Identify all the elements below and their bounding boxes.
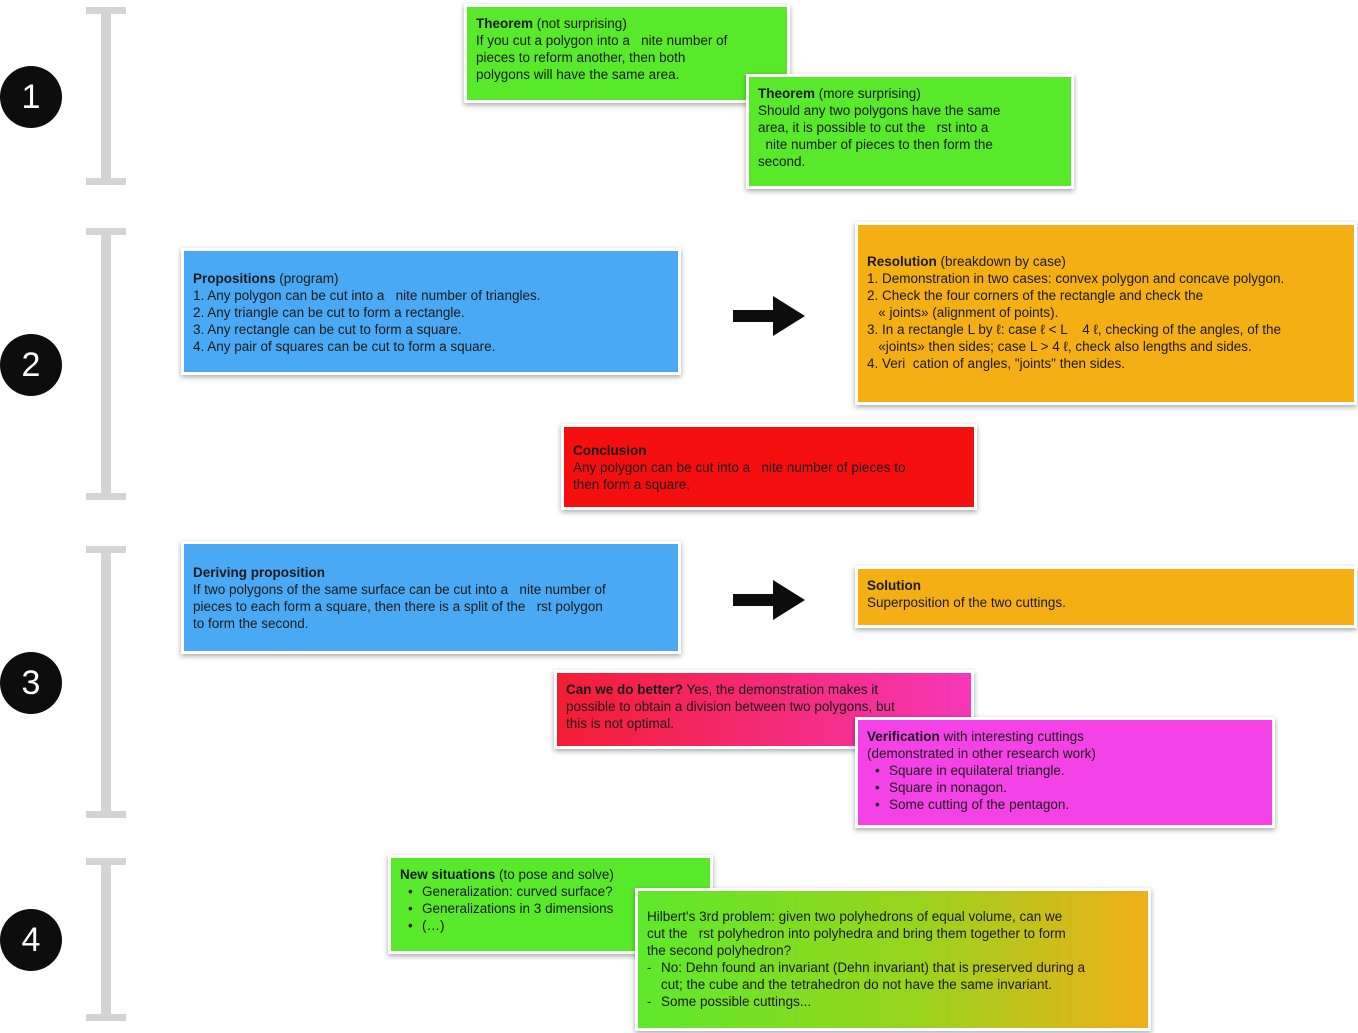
solution-title: Solution bbox=[867, 578, 921, 593]
better-title: Can we do better? bbox=[566, 682, 684, 697]
deriving-text: If two polygons of the same surface can … bbox=[193, 582, 606, 597]
theorem-more-surprising-box: Theorem (more surprising) Should any two… bbox=[746, 74, 1074, 189]
theorem-not-surprising-box: Theorem (not surprising) If you cut a po… bbox=[464, 4, 790, 103]
resolution-subtitle: (breakdown by case) bbox=[940, 254, 1066, 269]
deriving-text: pieces to each form a square, then there… bbox=[193, 599, 603, 614]
theorem2-text: area, it is possible to cut the rst into… bbox=[758, 120, 989, 135]
hilbert-text: the second polyhedron? bbox=[647, 943, 792, 958]
verification-box: Verification with interesting cuttings (… bbox=[855, 717, 1275, 828]
propositions-title: Propositions bbox=[193, 271, 276, 286]
hilbert-item: Some possible cuttings... bbox=[647, 993, 1139, 1010]
better-text: possible to obtain a division between tw… bbox=[566, 699, 895, 714]
hilbert-item: No: Dehn found an invariant (Dehn invari… bbox=[661, 960, 1085, 975]
conclusion-box: Conclusion Any polygon can be cut into a… bbox=[561, 424, 977, 510]
new-situation-item: Generalization: curved surface? bbox=[408, 883, 701, 900]
deriving-text: to form the second. bbox=[193, 616, 309, 631]
verification-item: Square in equilateral triangle. bbox=[875, 762, 1263, 779]
hilbert-item-continued: cut; the cube and the tetrahedron do not… bbox=[661, 977, 1053, 992]
step-3-bracket bbox=[86, 546, 126, 818]
step-1-marker: 1 bbox=[0, 66, 62, 128]
new-situations-subtitle: (to pose and solve) bbox=[499, 867, 614, 882]
verification-title: Verification bbox=[867, 729, 940, 744]
hilbert-text: Hilbert's 3rd problem: given two polyhed… bbox=[647, 909, 1063, 924]
deriving-proposition-box: Deriving proposition If two polygons of … bbox=[181, 541, 681, 654]
theorem1-text: If you cut a polygon into a nite number … bbox=[476, 33, 728, 48]
theorem1-text: polygons will have the same area. bbox=[476, 67, 680, 82]
theorem2-text: nite number of pieces to then form the bbox=[758, 137, 993, 152]
resolution-item: « joints» (alignment of points). bbox=[867, 305, 1059, 320]
proposition-item: 1. Any polygon can be cut into a nite nu… bbox=[193, 288, 541, 303]
resolution-item: 4. Veri cation of angles, "joints" then … bbox=[867, 356, 1125, 371]
step-1-bracket bbox=[86, 7, 126, 185]
can-we-do-better-box: Can we do better? Yes, the demonstration… bbox=[554, 670, 974, 749]
deriving-title: Deriving proposition bbox=[193, 565, 326, 580]
proposition-item: 4. Any pair of squares can be cut to for… bbox=[193, 339, 496, 354]
verification-text: (demonstrated in other research work) bbox=[867, 746, 1096, 761]
verification-item: Some cutting of the pentagon. bbox=[875, 796, 1263, 813]
resolution-item: 1. Demonstration in two cases: convex po… bbox=[867, 271, 1285, 286]
verification-item: Square in nonagon. bbox=[875, 779, 1263, 796]
step-3-marker: 3 bbox=[0, 652, 62, 714]
solution-box: Solution Superposition of the two cuttin… bbox=[855, 566, 1357, 628]
theorem1-subtitle: (not surprising) bbox=[536, 16, 627, 31]
new-situation-item: Generalizations in 3 dimensions bbox=[408, 900, 701, 917]
conclusion-text: then form a square. bbox=[573, 477, 691, 492]
verification-subtitle: with interesting cuttings bbox=[943, 729, 1084, 744]
hilbert-problem-box: Hilbert's 3rd problem: given two polyhed… bbox=[635, 888, 1151, 1031]
proposition-item: 3. Any rectangle can be cut to form a sq… bbox=[193, 322, 462, 337]
theorem1-title: Theorem bbox=[476, 16, 534, 31]
step-2-marker: 2 bbox=[0, 334, 62, 396]
theorem2-text: second. bbox=[758, 154, 806, 169]
resolution-box: Resolution (breakdown by case) 1. Demons… bbox=[855, 222, 1357, 405]
arrow-right-icon bbox=[733, 296, 805, 336]
resolution-item: 3. In a rectangle L by ℓ: case ℓ < L 4 ℓ… bbox=[867, 322, 1281, 337]
step-4-marker: 4 bbox=[0, 909, 62, 971]
new-situation-item: (…) bbox=[408, 917, 701, 934]
better-text: Yes, the demonstration makes it bbox=[686, 682, 879, 697]
theorem2-text: Should any two polygons have the same bbox=[758, 103, 1001, 118]
resolution-item: «joints» then sides; case L > 4 ℓ, check… bbox=[867, 339, 1252, 354]
propositions-box: Propositions (program) 1. Any polygon ca… bbox=[181, 248, 681, 375]
step-2-bracket bbox=[86, 228, 126, 500]
arrow-right-icon bbox=[733, 580, 805, 620]
resolution-title: Resolution bbox=[867, 254, 937, 269]
hilbert-text: cut the rst polyhedron into polyhedra an… bbox=[647, 926, 1066, 941]
theorem2-subtitle: (more surprising) bbox=[818, 86, 921, 101]
better-text: this is not optimal. bbox=[566, 716, 675, 731]
solution-text: Superposition of the two cuttings. bbox=[867, 595, 1066, 610]
step-4-bracket bbox=[86, 858, 126, 1021]
theorem1-text: pieces to reform another, then both bbox=[476, 50, 686, 65]
conclusion-title: Conclusion bbox=[573, 443, 647, 458]
conclusion-text: Any polygon can be cut into a nite numbe… bbox=[573, 460, 906, 475]
proposition-item: 2. Any triangle can be cut to form a rec… bbox=[193, 305, 465, 320]
theorem2-title: Theorem bbox=[758, 86, 816, 101]
propositions-subtitle: (program) bbox=[279, 271, 339, 286]
resolution-item: 2. Check the four corners of the rectang… bbox=[867, 288, 1204, 303]
new-situations-title: New situations bbox=[400, 867, 496, 882]
